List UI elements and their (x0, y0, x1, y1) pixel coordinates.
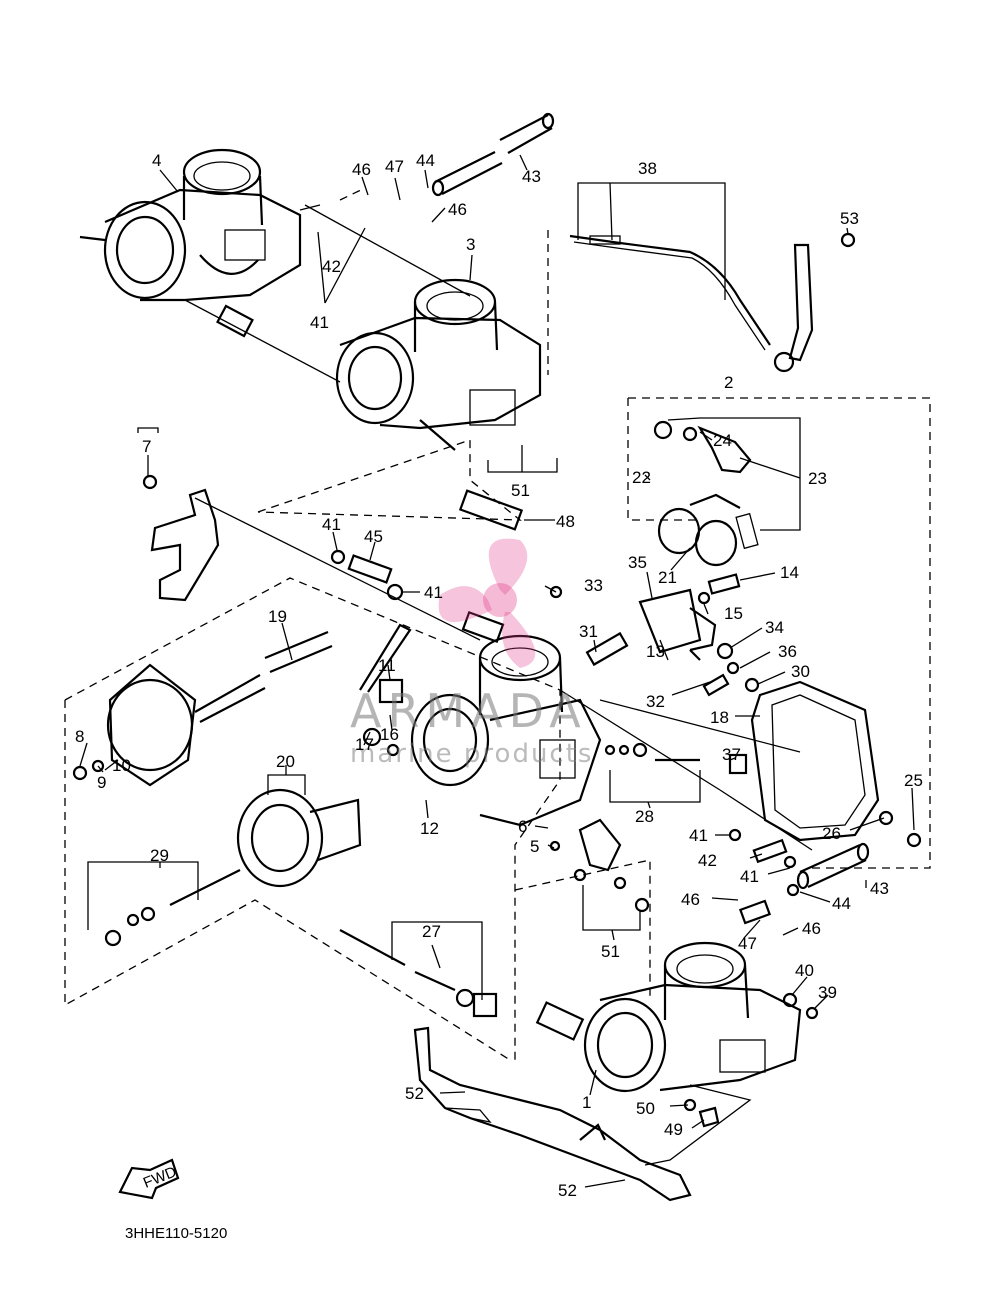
diagram-code: 3HHE110-5120 (125, 1225, 227, 1242)
callout-label: 30 (791, 662, 810, 681)
callout-label: 41 (424, 583, 443, 602)
callout-label: 42 (698, 851, 717, 870)
callout-label: 20 (276, 752, 295, 771)
callout-label: 19 (268, 607, 287, 626)
callout-label: 27 (422, 922, 441, 941)
callout-label: 9 (97, 773, 106, 792)
callout-label: 51 (511, 481, 530, 500)
callout-label: 28 (635, 807, 654, 826)
small-fasteners (330, 489, 922, 848)
watermark-logo: ARMADA marine products (350, 538, 593, 769)
callout-label: 33 (584, 576, 603, 595)
fwd-label: FWD (141, 1163, 179, 1192)
callout-label: 40 (795, 961, 814, 980)
callout-label: 41 (740, 867, 759, 886)
callout-label: 37 (722, 745, 741, 764)
callout-label: 18 (710, 708, 729, 727)
callout-label: 31 (579, 622, 598, 641)
plunger-parts (339, 742, 700, 1018)
callout-label: 29 (150, 846, 169, 865)
bracket-7 (142, 474, 220, 602)
callout-label: 26 (822, 824, 841, 843)
callout-label: 10 (112, 756, 131, 775)
callout-label: 51 (601, 942, 620, 961)
callout-label: 8 (75, 727, 84, 746)
callout-label: 45 (364, 527, 383, 546)
callout-label: 41 (689, 826, 708, 845)
cover-group-23 (653, 420, 759, 567)
callout-label: 49 (664, 1120, 683, 1139)
callout-label: 46 (681, 890, 700, 909)
callout-label: 32 (646, 692, 665, 711)
watermark-brand: ARMADA (350, 684, 587, 738)
callout-label: 43 (522, 167, 541, 186)
watermark-propeller-icon (438, 538, 536, 668)
linkage-shafts (184, 204, 813, 851)
diaphragm-assembly (72, 630, 400, 947)
callout-label: 39 (818, 983, 837, 1002)
callout-label: 15 (724, 604, 743, 623)
callout-label: 52 (405, 1084, 424, 1103)
callout-label: 5 (530, 837, 539, 856)
callout-label: 47 (385, 157, 404, 176)
carburetor-bottom-right (535, 941, 819, 1128)
callout-label: 41 (322, 515, 341, 534)
throttle-cable-38 (569, 234, 795, 373)
leader-lines (79, 154, 915, 1188)
carburetor-top-center (335, 278, 542, 451)
callouts: 4 46 47 44 43 46 42 41 3 38 53 2 7 24 23… (75, 151, 923, 1200)
carburetor-center (359, 623, 602, 827)
callout-label: 34 (765, 618, 784, 637)
callout-label: 22 (632, 468, 651, 487)
callout-label: 14 (780, 563, 799, 582)
callout-label: 11 (378, 656, 396, 675)
callout-label: 50 (636, 1099, 655, 1118)
callout-label: 13 (646, 642, 665, 661)
fwd-arrow: FWD (118, 1158, 180, 1200)
callout-label: 46 (448, 200, 467, 219)
callout-label: 16 (380, 725, 399, 744)
holder-plate-35 (638, 588, 717, 661)
bracket-53 (788, 232, 856, 362)
callout-label: 46 (352, 160, 371, 179)
callout-label: 52 (558, 1181, 577, 1200)
bracket-rail-52 (413, 1026, 692, 1202)
callout-label: 7 (142, 437, 151, 456)
callout-label: 1 (582, 1093, 591, 1112)
float-chamber-18 (750, 680, 880, 842)
callout-label: 41 (310, 313, 329, 332)
group-boundaries (64, 187, 931, 1061)
callout-label: 42 (322, 257, 341, 276)
callout-label: 12 (420, 819, 439, 838)
callout-label: 46 (802, 919, 821, 938)
callout-label: 3 (466, 235, 475, 254)
callout-label: 47 (738, 934, 757, 953)
carburetor-top-left (79, 148, 302, 302)
callout-label: 44 (832, 894, 851, 913)
callout-label: 4 (152, 151, 161, 170)
callout-label: 43 (870, 879, 889, 898)
hose-43-top (431, 112, 555, 197)
callout-label: 17 (355, 735, 374, 754)
link-lever-51 (549, 818, 650, 913)
callout-label: 2 (724, 373, 733, 392)
callout-label: 53 (840, 209, 859, 228)
callout-label: 24 (713, 431, 732, 450)
callout-label: 25 (904, 771, 923, 790)
callout-label: 36 (778, 642, 797, 661)
callout-label: 23 (808, 469, 827, 488)
callout-label: 44 (416, 151, 435, 170)
watermark-subtitle: marine products (350, 739, 593, 769)
callout-label: 21 (658, 568, 677, 587)
callout-label: 38 (638, 159, 657, 178)
callout-label: 48 (556, 512, 575, 531)
callout-label: 35 (628, 553, 647, 572)
callout-label: 6 (518, 817, 527, 836)
